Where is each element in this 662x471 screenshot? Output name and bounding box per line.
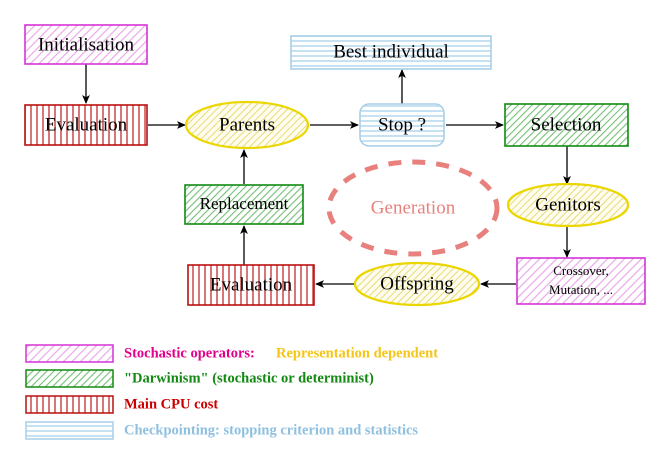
legend-swatch-cpu	[25, 395, 114, 414]
node-stop-label: Stop ?	[378, 114, 426, 135]
node-offspring-shape	[353, 261, 481, 307]
legend-item-stochastic: Stochastic operators: Representation dep…	[25, 344, 438, 363]
node-generation-shape	[326, 159, 500, 257]
legend-label-checkpointing: Checkpointing: stopping criterion and st…	[124, 422, 418, 438]
legend-item-darwinism: "Darwinism" (stochastic or determinist)	[25, 369, 374, 388]
node-evaluation-top-label: Evaluation	[45, 114, 128, 135]
node-best-individual-shape	[290, 35, 492, 70]
legend-swatch-checkpointing	[25, 421, 114, 440]
node-offspring[interactable]: Offspring	[353, 261, 481, 307]
node-stop-shape	[359, 103, 445, 147]
edge-group	[82, 64, 571, 288]
node-crossover-shape	[516, 257, 646, 305]
node-evaluation-bottom[interactable]: Evaluation	[187, 264, 315, 306]
node-parents[interactable]: Parents	[184, 100, 310, 150]
node-offspring-label: Offspring	[380, 273, 454, 294]
node-replacement-shape	[184, 184, 304, 225]
node-initialisation-shape	[24, 24, 148, 65]
node-selection-shape	[504, 103, 629, 147]
node-evaluation-bottom-shape	[187, 264, 315, 306]
node-parents-shape	[184, 100, 310, 150]
node-evaluation-top-shape	[24, 104, 148, 146]
legend-swatch-stochastic	[25, 344, 114, 363]
node-parents-label: Parents	[219, 114, 275, 135]
node-stop[interactable]: Stop ?	[359, 103, 445, 147]
legend-label-cpu: Main CPU cost	[124, 396, 218, 412]
node-generation-label: Generation	[371, 197, 456, 218]
node-initialisation-label: Initialisation	[38, 34, 135, 55]
node-best-individual[interactable]: Best individual	[290, 35, 492, 70]
legend-label-stochastic: Stochastic operators:	[124, 345, 255, 361]
legend-label-representation: Representation dependent	[276, 345, 438, 361]
node-crossover-label-line2: Mutation, ...	[549, 282, 613, 297]
node-genitors[interactable]: Genitors	[506, 182, 630, 228]
node-initialisation[interactable]: Initialisation	[24, 24, 148, 65]
node-evaluation-bottom-label: Evaluation	[210, 274, 293, 295]
node-crossover[interactable]: Crossover, Mutation, ...	[516, 257, 646, 305]
node-generation: Generation	[326, 159, 500, 257]
node-evaluation-top[interactable]: Evaluation	[24, 104, 148, 146]
node-selection[interactable]: Selection	[504, 103, 629, 147]
node-crossover-label-line1: Crossover,	[553, 263, 608, 278]
legend-label-darwinism: "Darwinism" (stochastic or determinist)	[124, 370, 374, 386]
node-replacement-label: Replacement	[200, 194, 289, 213]
node-selection-label: Selection	[531, 114, 602, 135]
node-replacement[interactable]: Replacement	[184, 184, 304, 225]
legend-item-cpu: Main CPU cost	[25, 395, 218, 414]
node-genitors-label: Genitors	[535, 194, 600, 215]
node-best-individual-label: Best individual	[333, 41, 449, 62]
legend: Stochastic operators: Representation dep…	[25, 344, 438, 440]
node-genitors-shape	[506, 182, 630, 228]
legend-swatch-darwinism	[25, 369, 114, 388]
legend-item-checkpointing: Checkpointing: stopping criterion and st…	[25, 421, 418, 440]
